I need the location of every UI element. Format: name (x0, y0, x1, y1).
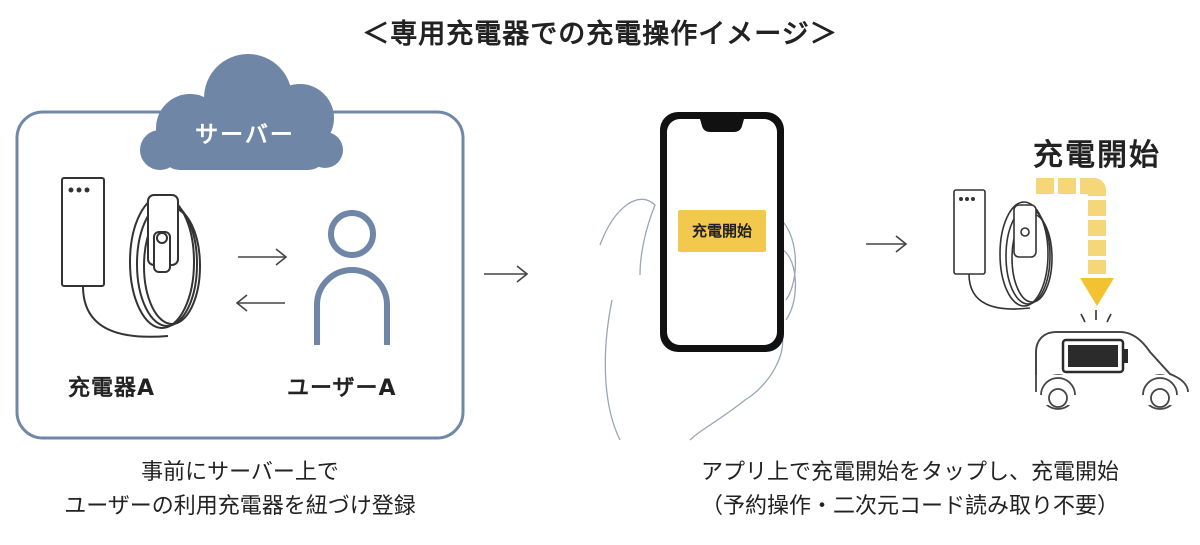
exchange-arrows-icon (235, 248, 288, 312)
left-caption: 事前にサーバー上で ユーザーの利用充電器を紐づけ登録 (0, 456, 480, 524)
charger-a-icon (61, 177, 201, 338)
step-arrow-1-icon (484, 265, 529, 283)
start-charging-button[interactable]: 充電開始 (678, 210, 766, 252)
cloud-icon (140, 54, 343, 170)
charger-a-label: 充電器A (68, 376, 156, 401)
left-caption-line2: ユーザーの利用充電器を紐づけ登録 (64, 494, 416, 519)
hand-icon (599, 198, 797, 441)
charging-flow-arrow-icon (1036, 178, 1114, 306)
diagram-title: ＜専用充電器での充電操作イメージ＞ (362, 19, 838, 50)
step-arrow-2-icon (866, 235, 908, 253)
right-caption: アプリ上で充電開始をタップし、充電開始 （予約操作・二次元コード読み取り不要） (620, 456, 1200, 524)
server-label: サーバー (195, 122, 295, 148)
charging-start-label: 充電開始 (1033, 138, 1161, 173)
right-caption-line2: （予約操作・二次元コード読み取り不要） (700, 494, 1119, 519)
user-a-label: ユーザーA (287, 376, 397, 401)
spark-icon (1080, 310, 1112, 323)
charger-right-icon (953, 189, 1053, 310)
car-icon (1033, 331, 1200, 410)
left-caption-line1: 事前にサーバー上で (141, 460, 339, 485)
battery-icon (1061, 338, 1128, 374)
right-caption-line1: アプリ上で充電開始をタップし、充電開始 (700, 460, 1119, 485)
user-icon (314, 210, 390, 345)
